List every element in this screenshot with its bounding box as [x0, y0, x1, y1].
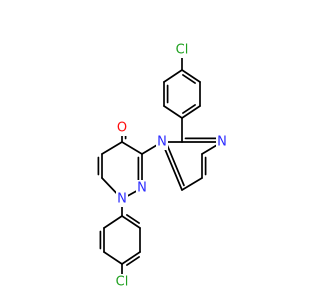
atom-cl-top: Cl [173, 42, 191, 58]
bond-b4-b5 [103, 251, 123, 265]
atom-label-cl-bottom: Cl [116, 275, 129, 290]
atom-n-pyridazinone-1: N [116, 191, 128, 207]
double-bond-b1-b2 [126, 214, 140, 224]
double-bond-c6-n1 [165, 142, 185, 187]
double-bond-a3-a4 [182, 104, 196, 114]
double-bond-a1-a2 [182, 74, 196, 84]
atom-cl-bottom: Cl [113, 274, 131, 290]
bond-c4p-c5p [101, 141, 123, 155]
bond-b1-b2 [121, 215, 141, 229]
bond-a6-a1 [163, 69, 183, 83]
bond-c3-c4p [121, 141, 143, 155]
bond-c5-c6 [181, 177, 203, 191]
bond-a4-a5 [163, 105, 183, 119]
atom-label-o-carbonyl: O [117, 121, 127, 136]
atom-n-pym-upper: N [216, 134, 228, 150]
double-bond-b3-b4 [126, 256, 140, 266]
bond-b6-b1 [103, 215, 123, 229]
atom-o-carbonyl: O [116, 120, 128, 136]
molecule-structure: Cl N N O N N Cl [97, 42, 228, 290]
atom-label-layer: Cl N N O N N Cl [113, 42, 228, 290]
bond-b3-b4 [121, 251, 141, 265]
atom-n-pyridazinone-2: N [136, 180, 148, 196]
atom-label-n-pym-lower: N [157, 135, 167, 150]
atom-label-n-pyridazinone-2: N [137, 181, 147, 196]
bond-layer [97, 49, 223, 283]
atom-label-cl-top: Cl [176, 43, 189, 58]
atom-label-n-pym-upper: N [217, 135, 227, 150]
atom-label-n-pyridazinone-1: N [117, 192, 127, 207]
bond-a1-a2 [181, 69, 201, 83]
bond-a3-a4 [181, 105, 201, 119]
atom-n-pym-lower: N [156, 134, 168, 150]
